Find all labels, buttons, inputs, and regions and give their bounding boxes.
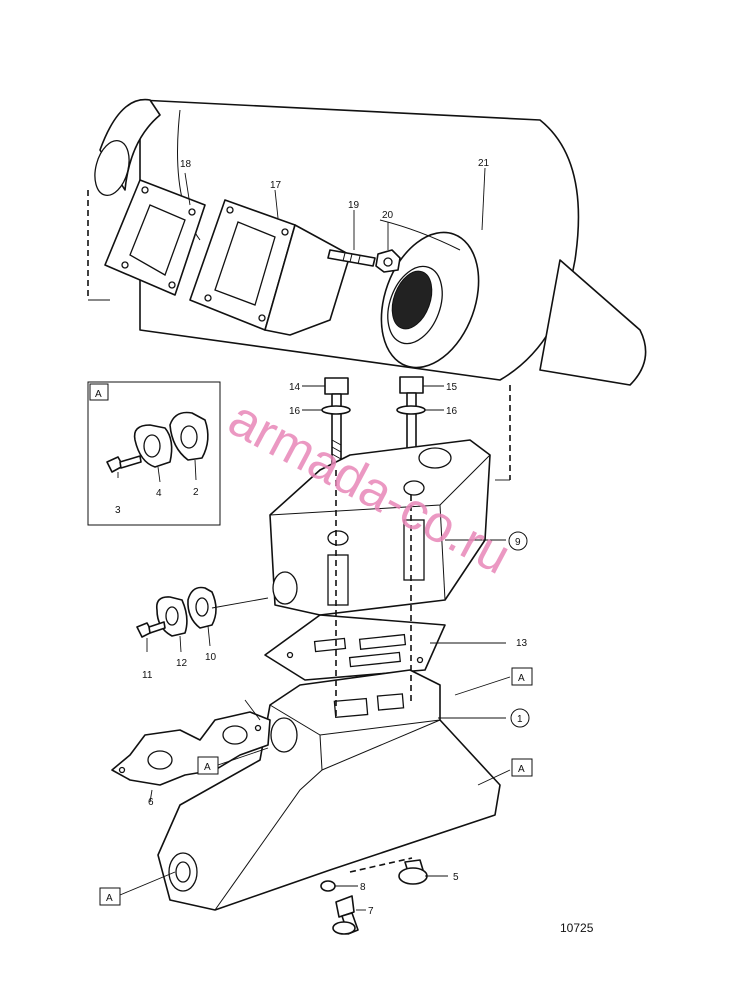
svg-text:A: A [518,673,525,684]
washer-8 [320,880,336,892]
gasket-10 [187,586,217,629]
gasket-6 [111,711,271,786]
bolt-11 [136,621,166,638]
exhaust-flange-17 [189,199,351,336]
callout-18: 18 [180,159,192,170]
callout-11: 11 [142,670,153,681]
spacer-12 [155,596,188,637]
callout-19: 19 [348,200,360,211]
callout-8: 8 [360,882,366,893]
callout-14: 14 [289,382,301,393]
callout-4: 4 [156,488,162,499]
gasket-18 [104,179,206,296]
riser-9 [269,439,491,616]
assembly-line-plug [349,857,413,873]
callout-15: 15 [446,382,458,393]
svg-text:A: A [518,764,525,775]
washer-16-right [396,405,426,415]
leader-lines [146,167,506,911]
callout-6: 6 [148,797,154,808]
callout-16-left: 16 [289,406,301,417]
callout-5: 5 [453,872,459,883]
callout-9: 9 [508,531,528,551]
svg-text:9: 9 [515,537,521,548]
callout-2: 2 [193,487,199,498]
reference-marker-a-bottom-left: A [99,871,176,906]
bolt-7 [332,895,359,935]
detail-gasket-2 [169,411,209,461]
detail-spacer-4 [133,424,173,468]
gasket-13 [264,614,446,681]
detail-view-label: A [95,389,102,400]
reference-marker-a-right-bottom: A [477,758,533,786]
callout-21: 21 [478,158,490,169]
callout-1: 1 [510,708,530,728]
exhaust-manifold-1 [157,669,501,911]
drain-plug-5 [398,859,428,885]
callout-7: 7 [368,906,374,917]
callout-20: 20 [382,210,394,221]
callout-10: 10 [205,652,217,663]
washer-16-left [321,405,351,415]
detail-bolt-3 [106,455,142,473]
callout-13: 13 [516,638,528,649]
svg-text:A: A [106,893,113,904]
detail-view-a [87,381,221,526]
drawing-number: 10725 [560,921,594,935]
svg-text:1: 1 [517,714,523,725]
callout-12: 12 [176,658,188,669]
callout-3: 3 [115,505,121,516]
reference-marker-a-right-top: A [454,667,533,696]
reference-marker-a-mid-left: A [197,747,269,775]
stud-19 [327,249,376,267]
callout-17: 17 [270,180,282,191]
callout-16-right: 16 [446,406,458,417]
svg-text:A: A [204,762,211,773]
nut-20 [375,249,401,273]
